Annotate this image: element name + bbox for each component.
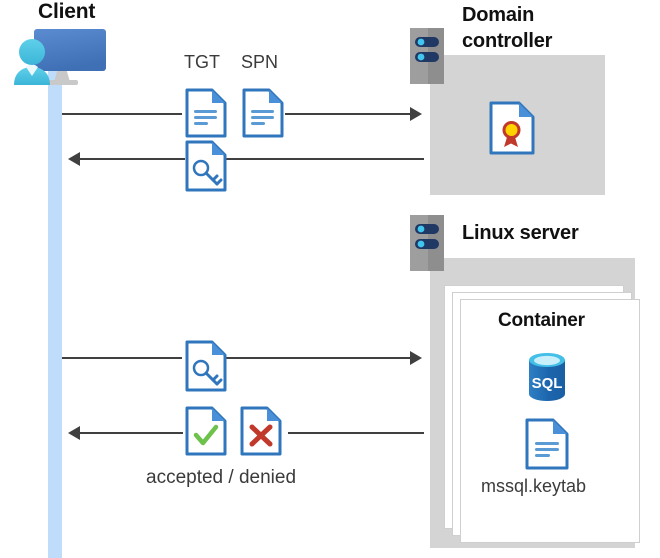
message-1-arrowhead xyxy=(410,107,422,121)
dc-title-line2: controller xyxy=(462,30,553,52)
message-4-arrowhead xyxy=(68,426,80,440)
domain-controller-server-icon xyxy=(410,28,444,89)
linux-server-title: Linux server xyxy=(462,222,579,244)
client-computer-user-icon xyxy=(8,22,118,99)
sql-icon-text: SQL xyxy=(532,375,563,392)
message-4-line-left xyxy=(80,432,183,434)
spn-label: SPN xyxy=(241,52,279,72)
message-1-line-left xyxy=(62,113,182,115)
certificate-document-icon xyxy=(489,101,535,160)
message-3-line-right xyxy=(226,357,410,359)
message-3-arrowhead xyxy=(410,351,422,365)
message-1-line-right xyxy=(285,113,410,115)
container-title: Container xyxy=(498,310,585,331)
domain-controller-title: Domain controller xyxy=(462,2,632,54)
spn-document-icon xyxy=(242,88,284,143)
accepted-document-icon xyxy=(185,406,227,461)
tgt-document-icon xyxy=(185,88,227,143)
accepted-denied-label: accepted / denied xyxy=(146,467,297,488)
keytab-filename-label: mssql.keytab xyxy=(481,476,587,496)
message-2-line-right xyxy=(226,158,424,160)
dc-title-line1: Domain xyxy=(462,4,535,26)
message-2-arrowhead xyxy=(68,152,80,166)
tgt-label: TGT xyxy=(184,52,220,72)
client-title: Client xyxy=(38,0,96,23)
keytab-document-icon xyxy=(525,418,569,475)
client-lifeline xyxy=(48,60,62,558)
denied-document-icon xyxy=(240,406,282,461)
linux-server-server-icon xyxy=(410,215,444,276)
message-2-line-left xyxy=(80,158,185,160)
key-document-icon-request xyxy=(185,340,227,397)
sql-database-icon: SQL xyxy=(523,350,571,409)
message-4-line-right xyxy=(288,432,424,434)
key-document-icon-ticket xyxy=(185,140,227,197)
message-3-line-left xyxy=(62,357,182,359)
